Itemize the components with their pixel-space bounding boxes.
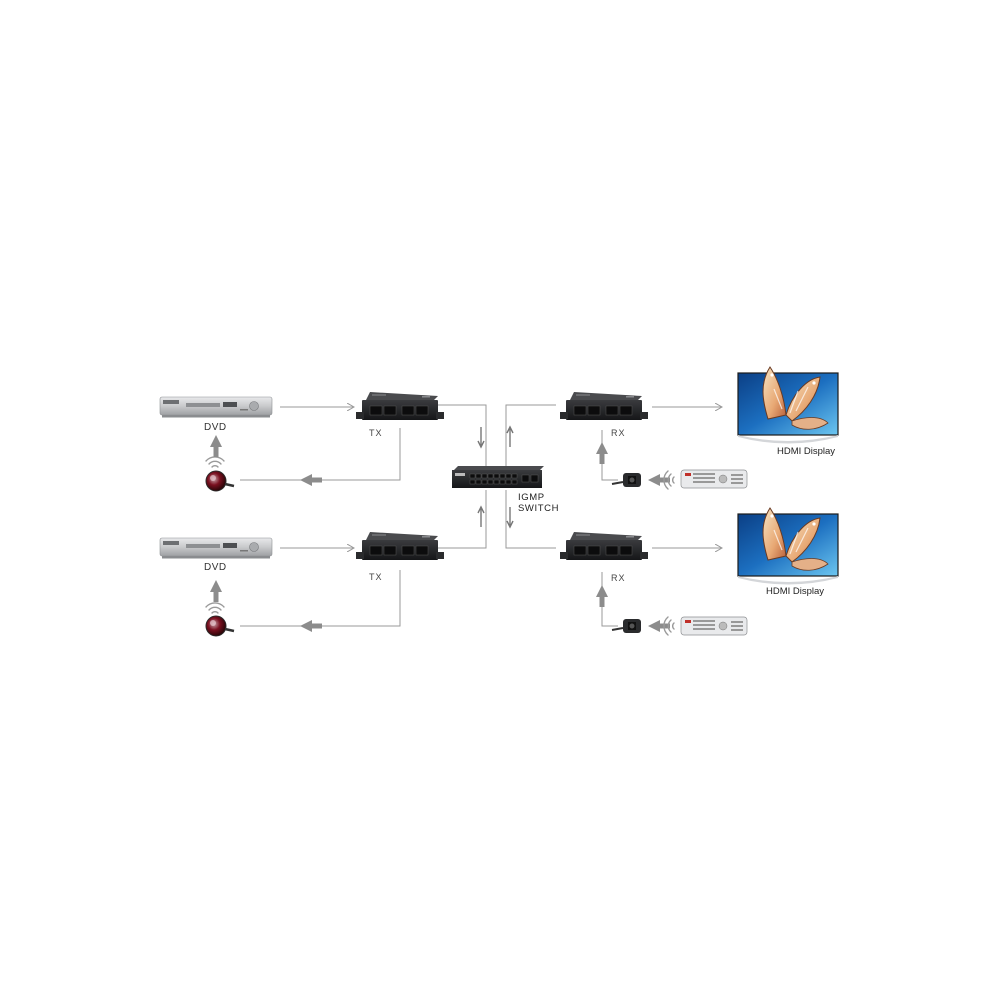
rx-label: RX xyxy=(611,573,626,583)
ir-return-tx1 xyxy=(240,428,401,481)
rx-label: RX xyxy=(611,428,626,438)
ir-return-tx2 xyxy=(240,570,401,627)
lan-link-switch-rx1 xyxy=(505,404,556,468)
lan-link-tx1-switch xyxy=(437,404,487,468)
switch-label: IGMP SWITCH xyxy=(518,492,559,514)
tv-display-icon xyxy=(737,507,839,586)
dvd-label: DVD xyxy=(204,422,227,433)
display-label: HDMI Display xyxy=(777,446,836,457)
switch-label-line2: SWITCH xyxy=(518,503,560,514)
up-arrow-icon xyxy=(596,585,608,607)
network-switch-icon xyxy=(452,466,544,488)
tx-label: TX xyxy=(369,572,383,582)
ir-waves-icon xyxy=(205,602,225,614)
rx-extender-icon xyxy=(559,531,649,561)
ir-sensor-icon xyxy=(204,469,236,493)
flow-arrow-up-2 xyxy=(477,505,485,527)
dvd-label: DVD xyxy=(204,562,227,573)
left-arrow-icon xyxy=(300,620,322,632)
left-arrow-icon xyxy=(300,474,322,486)
tx-label: TX xyxy=(369,428,383,438)
tv-display-icon xyxy=(737,366,839,445)
up-arrow-icon xyxy=(210,580,222,602)
flow-arrow-down-1 xyxy=(477,427,485,449)
remote-control-icon xyxy=(680,616,748,636)
tx-extender-icon xyxy=(355,531,445,561)
dvd-player-icon xyxy=(159,537,273,559)
flow-arrow-up-1 xyxy=(506,425,514,447)
lan-link-tx2-switch xyxy=(437,490,487,549)
dvd-player-icon xyxy=(159,396,273,418)
remote-control-icon xyxy=(680,469,748,489)
display-label: HDMI Display xyxy=(766,586,825,597)
switch-label-line1: IGMP xyxy=(518,492,545,503)
flow-arrow-down-2 xyxy=(506,507,514,529)
left-arrow-icon xyxy=(648,474,670,486)
tx-extender-icon xyxy=(355,391,445,421)
lan-link-switch-rx2 xyxy=(505,490,556,549)
ir-sensor-icon xyxy=(204,614,236,638)
up-arrow-icon xyxy=(596,442,608,464)
ir-waves-icon xyxy=(205,456,225,468)
left-arrow-icon xyxy=(648,620,670,632)
rx-extender-icon xyxy=(559,391,649,421)
up-arrow-icon xyxy=(210,435,222,457)
flow-arrows xyxy=(477,425,514,529)
